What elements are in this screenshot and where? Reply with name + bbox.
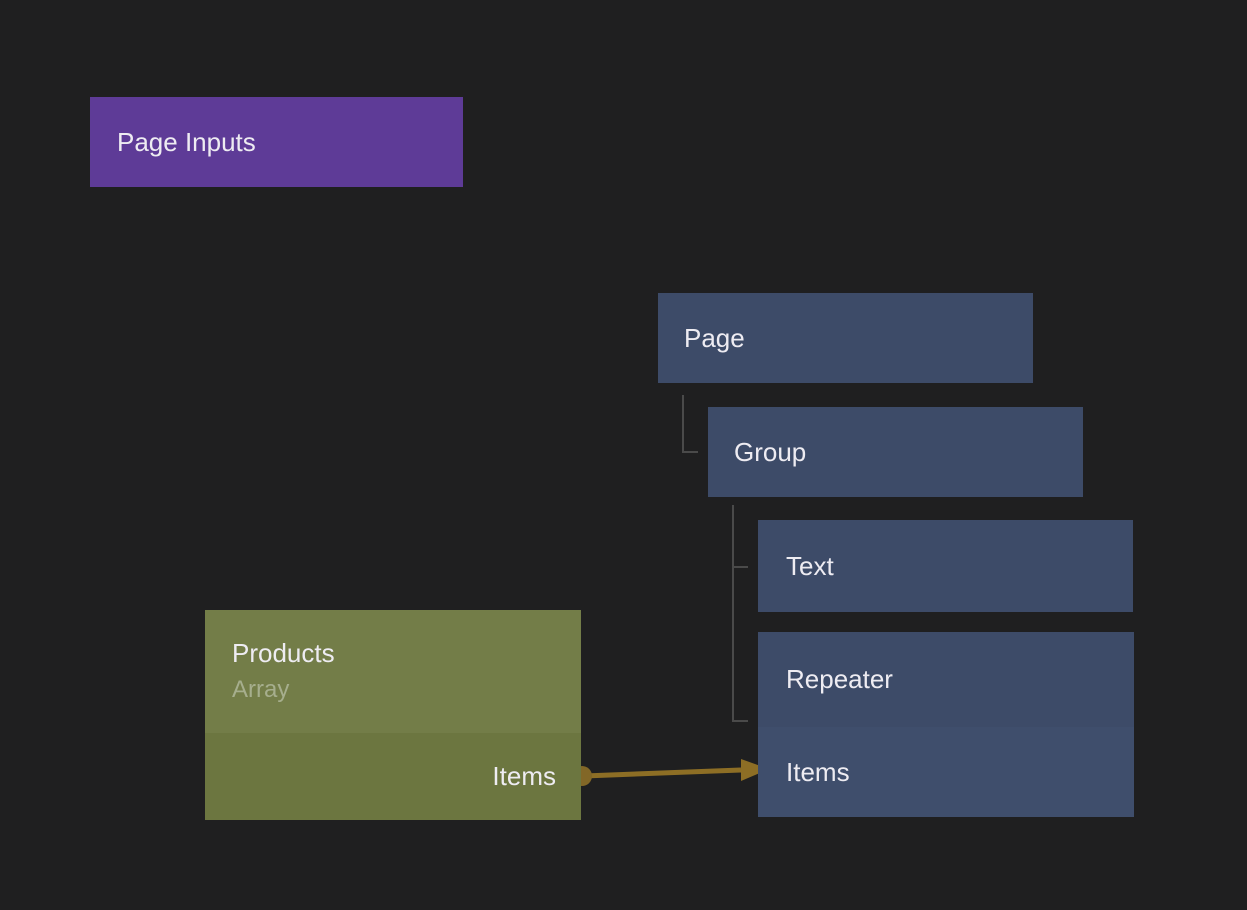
node-group[interactable]: Group <box>708 407 1083 497</box>
repeater-items-input-port[interactable]: Items <box>758 727 1134 817</box>
node-title: Page <box>684 322 745 353</box>
node-title: Group <box>734 436 807 467</box>
node-title: Repeater <box>786 664 893 694</box>
node-page-inputs[interactable]: Page Inputs <box>90 97 463 187</box>
tree-connector-page-group <box>682 395 698 453</box>
node-products[interactable]: Products Array Items <box>205 610 581 820</box>
port-label: Items <box>786 756 850 787</box>
node-page[interactable]: Page <box>658 293 1033 383</box>
products-items-port-row[interactable]: Items <box>205 733 581 820</box>
products-header[interactable]: Products Array <box>205 610 581 733</box>
node-text[interactable]: Text <box>758 520 1133 612</box>
wire-products-items-to-repeater-items[interactable] <box>572 759 769 786</box>
tree-connector-group-repeater <box>732 505 748 722</box>
port-label: Items <box>492 761 556 791</box>
arrowhead-icon <box>741 759 769 781</box>
node-subtitle: Array <box>232 676 290 703</box>
repeater-header[interactable]: Repeater <box>758 632 1134 727</box>
node-title: Products <box>232 638 335 668</box>
node-title: Page Inputs <box>117 126 256 157</box>
node-title: Text <box>786 550 834 581</box>
node-repeater[interactable]: Repeater Items <box>758 632 1134 817</box>
